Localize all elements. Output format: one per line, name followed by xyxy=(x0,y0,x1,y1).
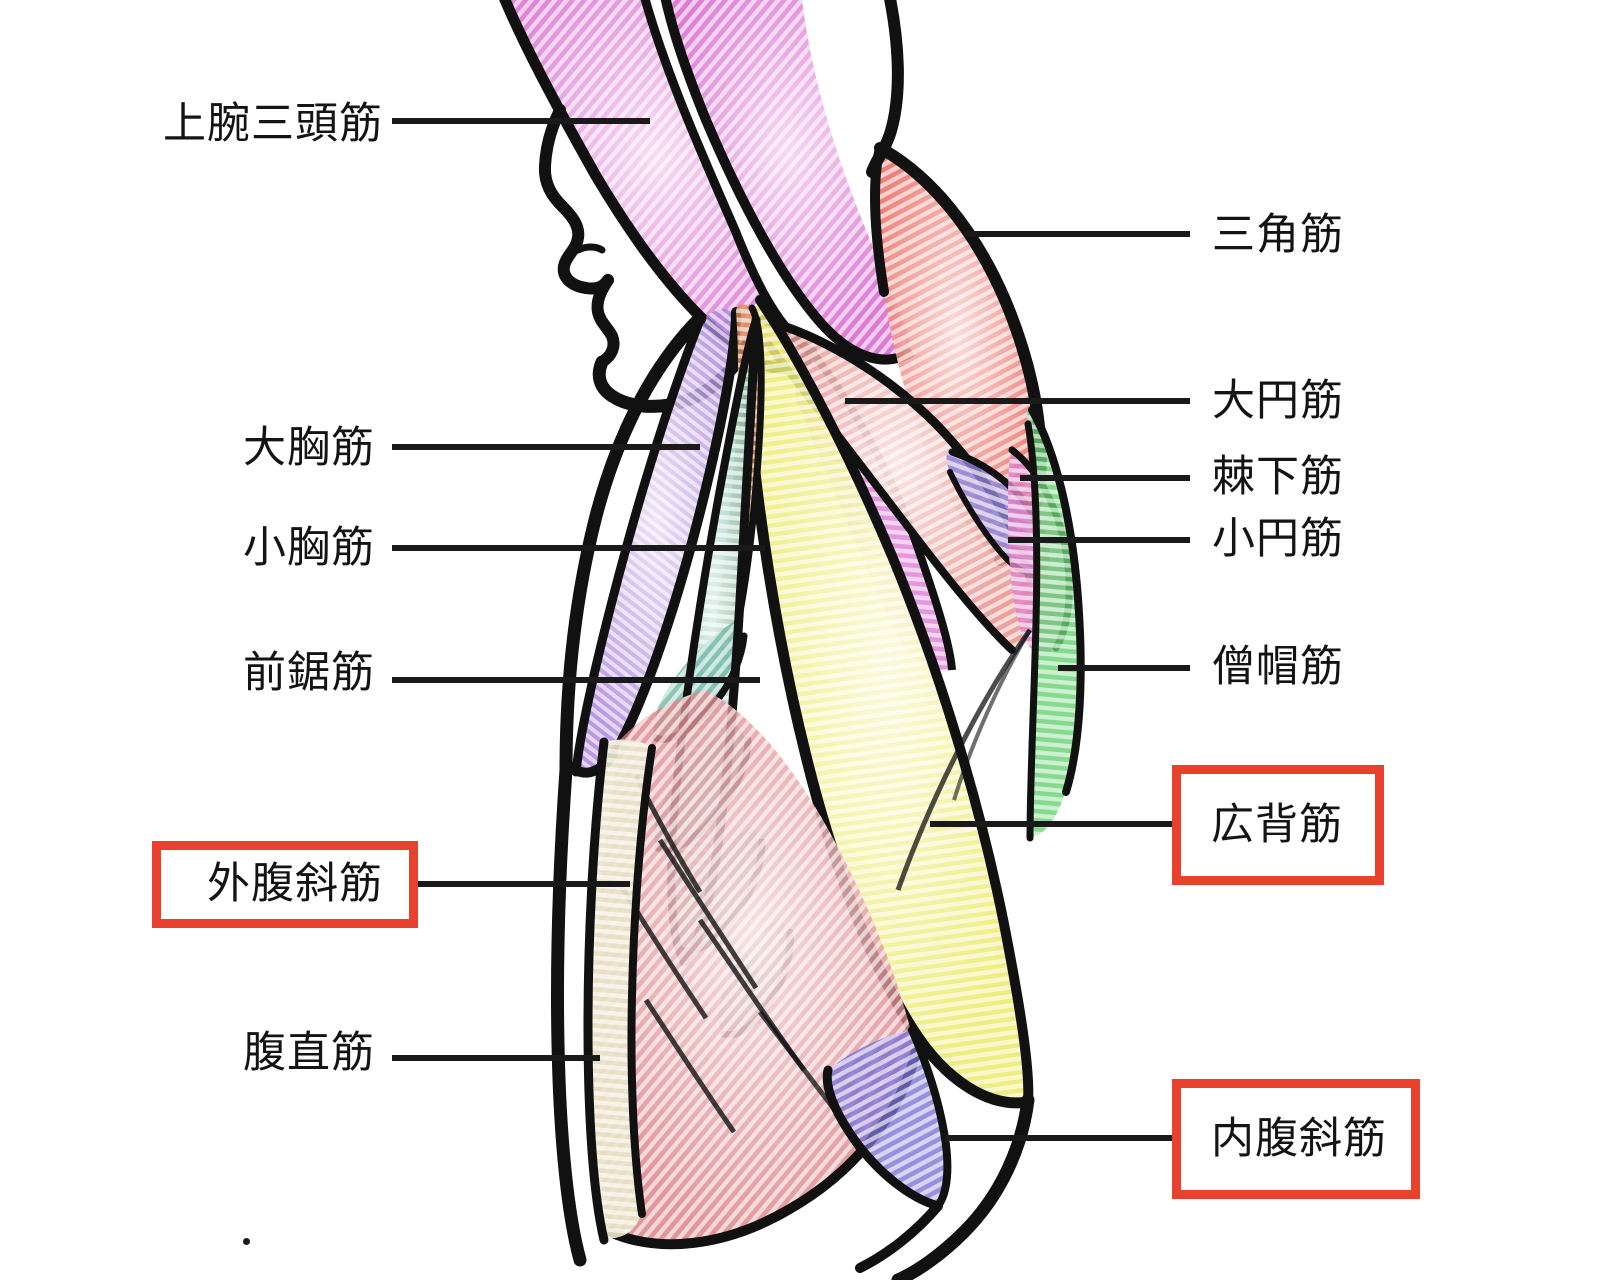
label-triceps-brachii: 上腕三頭筋 xyxy=(163,99,383,149)
label-infraspinatus: 棘下筋 xyxy=(1212,452,1344,502)
highlight-box-latissimus-dorsi: 広背筋 xyxy=(1172,765,1384,885)
label-pectoralis-minor: 小胸筋 xyxy=(243,523,375,573)
speck-artifact xyxy=(243,1238,250,1245)
label-deltoid: 三角筋 xyxy=(1212,210,1344,260)
muscle-pectoralis-major xyxy=(571,307,741,778)
muscle-internal-oblique xyxy=(822,1026,952,1211)
label-pectoralis-major: 大胸筋 xyxy=(243,423,375,473)
label-teres-minor: 小円筋 xyxy=(1212,514,1344,564)
torso-back-contour xyxy=(866,0,904,178)
label-teres-major: 大円筋 xyxy=(1212,376,1344,426)
label-external-oblique: 外腹斜筋 xyxy=(207,859,383,909)
label-serratus-anterior: 前鋸筋 xyxy=(243,648,375,698)
highlight-box-internal-oblique: 内腹斜筋 xyxy=(1172,1079,1420,1199)
muscle-rectus-abdominis xyxy=(583,737,656,1245)
torso-front-contour xyxy=(550,311,707,1267)
label-rectus-abdominis: 腹直筋 xyxy=(243,1028,375,1078)
label-trapezius: 僧帽筋 xyxy=(1212,642,1344,692)
highlight-box-external-oblique: 外腹斜筋 xyxy=(152,841,418,928)
label-internal-oblique: 内腹斜筋 xyxy=(1211,1113,1387,1164)
muscle-trapezius xyxy=(1024,406,1085,842)
leader-lines xyxy=(388,118,1225,1141)
label-latissimus-dorsi: 広背筋 xyxy=(1211,799,1343,850)
muscle-deltoid xyxy=(870,142,1047,566)
muscle-latissimus-dorsi xyxy=(742,295,1034,1109)
